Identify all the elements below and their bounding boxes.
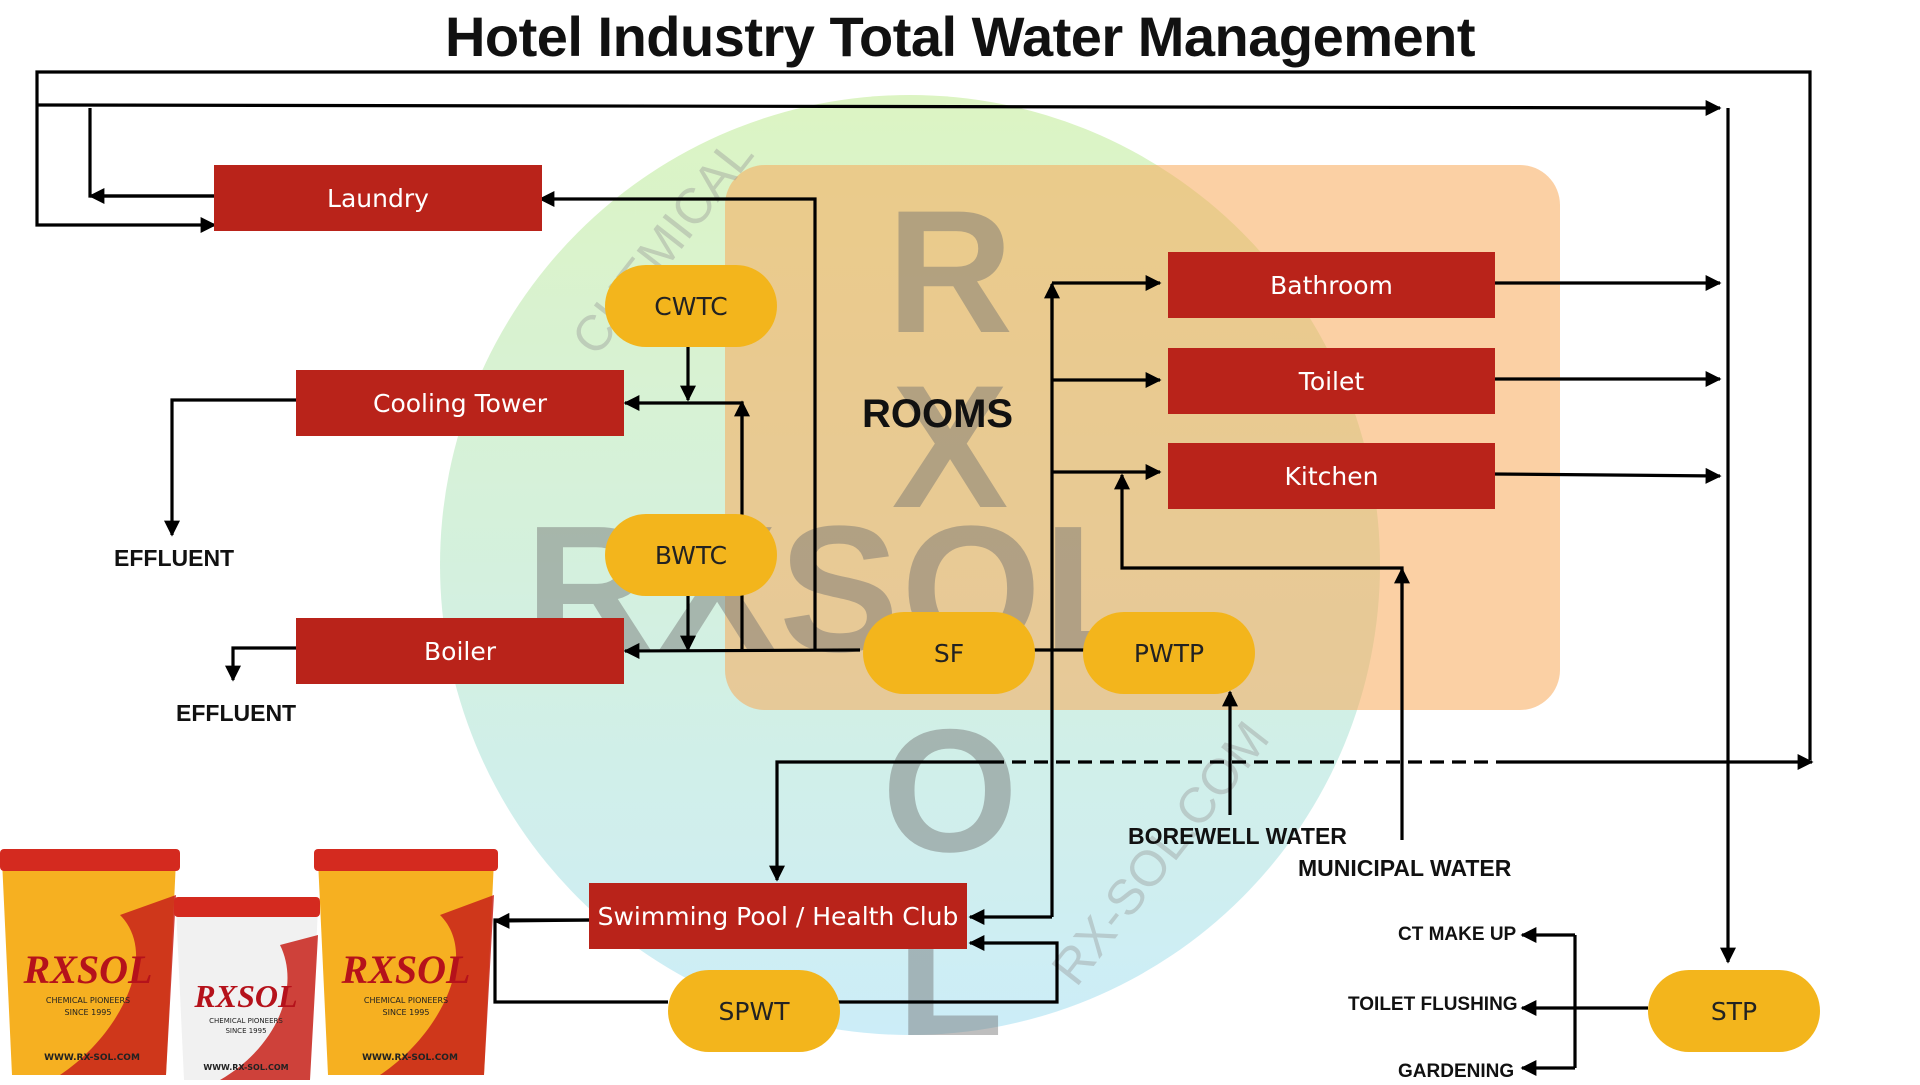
bucket-tagline-1: CHEMICAL PIONEERS [46, 996, 130, 1005]
line-ct-effluent [164, 398, 296, 537]
product-buckets: RXSOL CHEMICAL PIONEERS SINCE 1995 WWW.R… [0, 849, 498, 1080]
label-ct-makeup: CT MAKE UP [1398, 924, 1517, 945]
label-borewell-water: BOREWELL WATER [1128, 823, 1347, 849]
bucket-site-1: WWW.RX-SOL.COM [44, 1053, 140, 1063]
node-boiler: Boiler [296, 618, 624, 684]
bucket-brand-3: RXSOL [341, 947, 471, 992]
label-effluent-ct: EFFLUENT [114, 545, 235, 571]
node-laundry: Laundry [214, 165, 542, 231]
bucket-since-1: SINCE 1995 [65, 1008, 112, 1017]
bucket-tagline-2: CHEMICAL PIONEERS [209, 1017, 283, 1025]
node-swimming-pool: Swimming Pool / Health Club [589, 883, 967, 949]
bucket-brand-1: RXSOL [23, 947, 153, 992]
line-sf-boiler [623, 642, 861, 659]
bucket-since-2: SINCE 1995 [225, 1027, 266, 1035]
bucket-site-2: WWW.RX-SOL.COM [203, 1063, 288, 1072]
bucket-tagline-3: CHEMICAL PIONEERS [364, 996, 448, 1005]
line-outer-loop [35, 70, 1812, 760]
bucket-white-middle: RXSOL CHEMICAL PIONEERS SINCE 1995 WWW.R… [174, 897, 320, 1080]
label-effluent-boiler: EFFLUENT [176, 700, 297, 726]
node-sf: SF [863, 612, 1035, 694]
node-pwtp: PWTP [1083, 612, 1255, 694]
rooms-label: ROOMS [862, 392, 1014, 436]
line-spwt-return [835, 935, 1059, 1004]
bucket-brand-2: RXSOL [193, 978, 297, 1014]
node-spwt: SPWT [668, 970, 840, 1052]
node-stp: STP [1648, 970, 1820, 1052]
bucket-yellow-left: RXSOL CHEMICAL PIONEERS SINCE 1995 WWW.R… [0, 849, 180, 1075]
line-laundry-feed [538, 191, 817, 650]
page-title: Hotel Industry Total Water Management [444, 5, 1476, 68]
label-gardening: GARDENING [1398, 1061, 1515, 1082]
line-pool-left-arrow [493, 912, 591, 929]
node-cwtc: CWTC [605, 265, 777, 347]
line-boiler-effluent [225, 646, 296, 682]
node-cooling-tower: Cooling Tower [296, 370, 624, 436]
node-bwtc: BWTC [605, 514, 777, 596]
line-outer-top-to-stp [36, 99, 1722, 116]
bucket-since-3: SINCE 1995 [383, 1008, 430, 1017]
bucket-yellow-right: RXSOL CHEMICAL PIONEERS SINCE 1995 WWW.R… [314, 849, 498, 1075]
node-bathroom: Bathroom [1168, 252, 1495, 318]
line-kitchen-out [1492, 467, 1722, 484]
line-municipal [1114, 473, 1404, 840]
line-return-to-pool [769, 760, 990, 882]
line-laundry-out [88, 108, 215, 198]
node-kitchen: Kitchen [1168, 443, 1495, 509]
bucket-site-3: WWW.RX-SOL.COM [362, 1053, 458, 1063]
node-toilet: Toilet [1168, 348, 1495, 414]
label-municipal-water: MUNICIPAL WATER [1298, 855, 1512, 881]
label-toilet-flushing: TOILET FLUSHING [1348, 994, 1518, 1015]
